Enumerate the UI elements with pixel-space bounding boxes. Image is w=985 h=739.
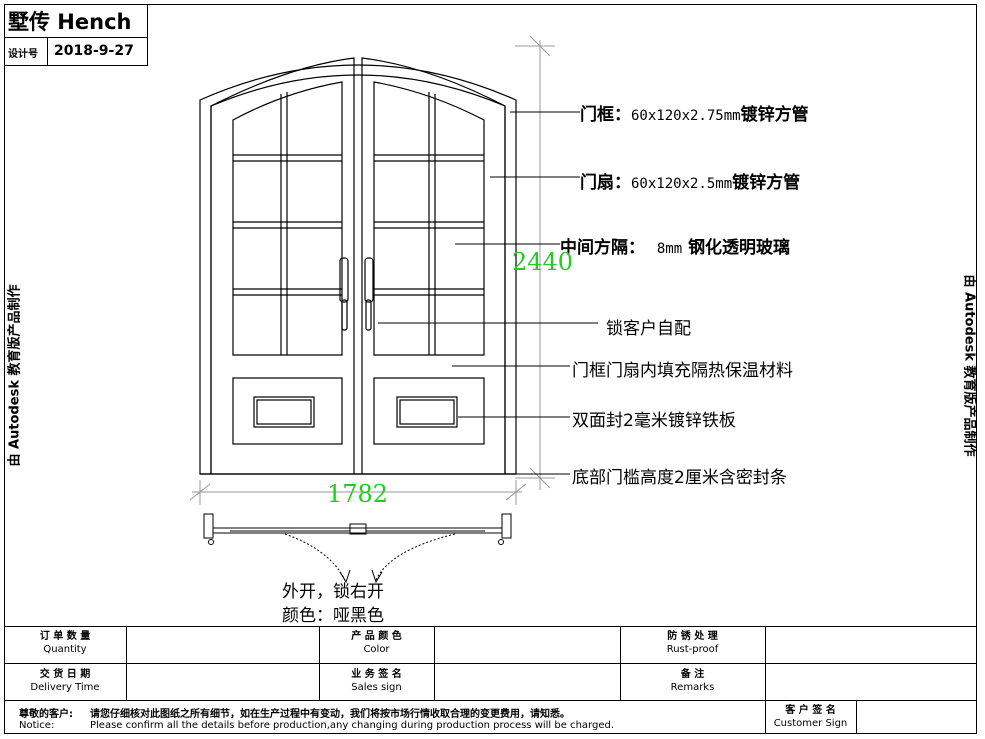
design-number-label: 设计号 xyxy=(8,49,38,60)
callout-panel: 双面封2毫米镀锌铁板 xyxy=(572,411,736,431)
left-glass-area xyxy=(232,81,343,356)
table-col-line xyxy=(765,626,766,734)
table-col-line xyxy=(319,626,320,700)
callout-threshold: 底部门槛高度2厘米含密封条 xyxy=(572,468,787,488)
callout-frame: 门框：60x120x2.75mm镀锌方管 xyxy=(580,105,809,125)
notice-en-label: Notice: xyxy=(19,720,55,731)
door-outer-frame xyxy=(199,64,517,475)
table-col-line xyxy=(126,626,127,700)
notice-en-text: Please confirm all the details before pr… xyxy=(90,720,614,731)
table-top-line xyxy=(4,626,977,627)
right-handle xyxy=(364,257,374,303)
brand-title: 墅传 Hench xyxy=(8,10,132,34)
height-dimension: 2440 xyxy=(512,248,574,276)
design-date: 2018-9-27 xyxy=(54,43,134,59)
door-inner-frame xyxy=(210,74,506,474)
right-leaf xyxy=(361,57,506,474)
left-handle xyxy=(339,257,349,303)
table-row-line xyxy=(4,700,977,701)
notice-cn-label: 尊敬的客户: xyxy=(19,709,73,720)
width-dimension: 1782 xyxy=(327,480,389,508)
left-lower-panel xyxy=(232,377,343,445)
drawing-border xyxy=(4,4,977,734)
title-block xyxy=(4,4,148,66)
title-column-divider xyxy=(47,37,48,65)
title-divider xyxy=(4,37,147,38)
callout-leaf: 门扇：60x120x2.5mm镀锌方管 xyxy=(580,173,801,193)
table-col-line xyxy=(434,626,435,700)
callout-insulation: 门框门扇内填充隔热保温材料 xyxy=(572,361,793,381)
opening-note: 外开，锁右开 xyxy=(282,582,384,602)
callout-glass: 中间方隔： 8mm 钢化透明玻璃 xyxy=(560,238,791,258)
left-leaf xyxy=(210,57,355,474)
customer-sign-field[interactable] xyxy=(857,701,976,733)
table-row-line xyxy=(4,663,977,664)
callout-lock: 锁客户自配 xyxy=(606,319,691,339)
right-lower-panel xyxy=(373,377,485,445)
color-note: 颜色：哑黑色 xyxy=(282,606,384,626)
table-col-line xyxy=(856,700,857,734)
notice-cn-text: 请您仔细核对此图纸之所有细节，如在生产过程中有变动，我们将按市场行情收取合理的变… xyxy=(90,709,570,720)
table-col-line xyxy=(620,626,621,700)
